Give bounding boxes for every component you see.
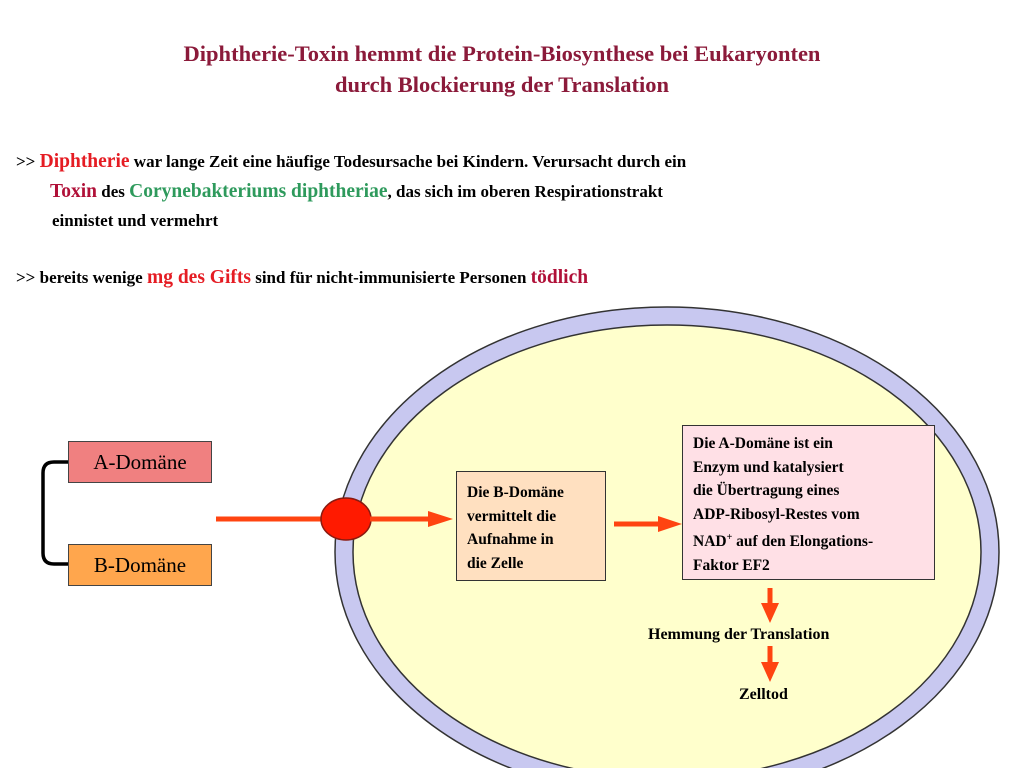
death-arrow-head xyxy=(761,662,779,682)
box-line: Enzym und katalysiert xyxy=(693,458,844,476)
b-domain-function-box: Die B-Domäne vermittelt die Aufnahme in … xyxy=(456,471,606,581)
text-segment: des xyxy=(96,182,130,201)
box-line: die Zelle xyxy=(467,554,524,572)
nad-superscript: + xyxy=(726,532,733,543)
text-segment: sind für nicht-immunisierte Personen xyxy=(250,268,531,287)
domain-bracket xyxy=(41,460,70,566)
receptor-entry-point xyxy=(320,497,372,541)
box-line: Faktor EF2 xyxy=(693,556,770,574)
bullet-prefix: >> xyxy=(16,152,40,171)
paragraph-diphtheria-line-1: >> Diphtherie war lange Zeit eine häufig… xyxy=(16,148,686,176)
box-line: Die B-Domäne xyxy=(467,484,564,501)
paragraph-toxicity: >> bereits wenige mg des Gifts sind für … xyxy=(16,264,588,292)
inhibition-label: Hemmung der Translation xyxy=(648,626,830,643)
paragraph-diphtheria-line-3: einnistet und vermehrt xyxy=(52,211,219,230)
box-line: Die A-Domäne ist ein xyxy=(693,435,833,452)
text-segment: >> bereits wenige xyxy=(16,268,147,287)
term-toedlich: tödlich xyxy=(530,267,589,288)
inhibition-arrow-head xyxy=(761,603,779,623)
term-toxin: Toxin xyxy=(50,181,97,202)
domain-transfer-arrow-head xyxy=(658,516,682,532)
paragraph-diphtheria-line-2: Toxin des Corynebakteriums diphtheriae, … xyxy=(50,178,663,206)
entry-arrow-head xyxy=(428,511,453,527)
term-corynebacterium: Corynebakteriums diphtheriae xyxy=(129,181,388,202)
text-segment: , das sich im oberen Respirationstrakt xyxy=(387,182,663,201)
nad-text: NAD xyxy=(693,533,727,551)
box-line: vermittelt die xyxy=(467,507,557,525)
text-segment: war lange Zeit eine häufige Todesursache… xyxy=(129,152,687,171)
title-line-2: durch Blockierung der Translation xyxy=(334,72,670,97)
box-line: Aufnahme in xyxy=(467,531,554,548)
box-line: ADP-Ribosyl-Restes vom xyxy=(693,505,860,523)
title-line-1: Diphtherie-Toxin hemmt die Protein-Biosy… xyxy=(183,41,821,66)
b-domain-label: B-Domäne xyxy=(68,544,212,586)
a-domain-label: A-Domäne xyxy=(68,441,212,483)
box-line: NAD+ auf den Elongations- xyxy=(693,526,928,554)
text-segment: auf den Elongations- xyxy=(732,533,874,551)
cell-death-label: Zelltod xyxy=(739,686,788,703)
term-diphtherie: Diphtherie xyxy=(39,151,130,172)
term-mg-des-gifts: mg des Gifts xyxy=(146,267,251,288)
slide-title: Diphtherie-Toxin hemmt die Protein-Biosy… xyxy=(0,38,1004,100)
box-line: die Übertragung eines xyxy=(693,482,840,499)
a-domain-function-box: Die A-Domäne ist ein Enzym und katalysie… xyxy=(682,425,935,580)
